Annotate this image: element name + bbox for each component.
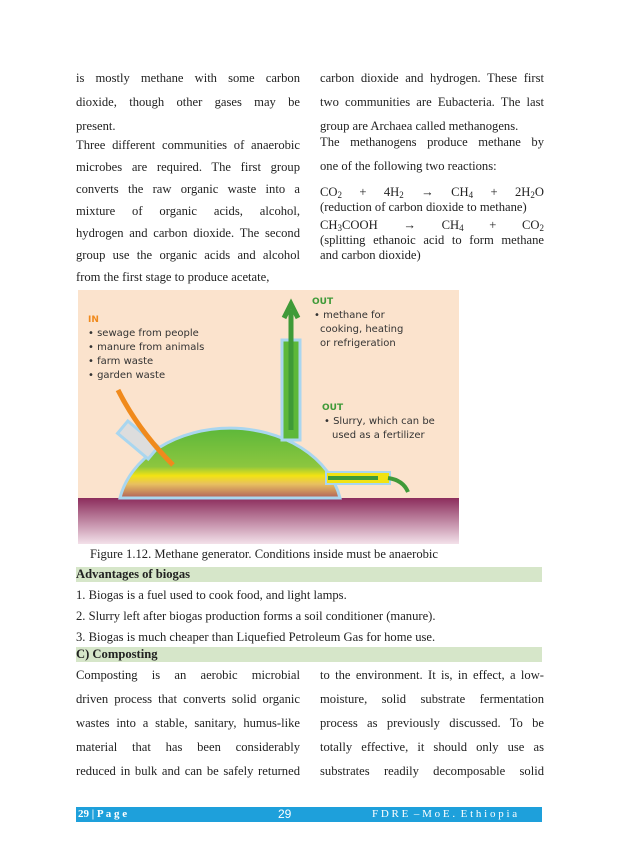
- in-list: • sewage from people • manure from anima…: [88, 328, 204, 381]
- text-line: reduced in bulk and can be safely return…: [76, 764, 300, 778]
- text-line: substrates readily decomposable solid: [320, 764, 544, 778]
- right-para1: carbon dioxide and hydrogen. These first…: [320, 66, 544, 138]
- digester-dome: [118, 426, 342, 500]
- reaction-2-note: and carbon dioxide): [320, 248, 421, 262]
- text-line: two communities are Eubacteria. The last: [320, 95, 544, 109]
- reaction-1-equation: CO2 + 4H2 → CH4 + 2H2O: [320, 185, 544, 200]
- text-line: is mostly methane with some carbon: [76, 71, 300, 85]
- gas-arrow-icon: [281, 298, 301, 430]
- out-slurry-line: • Slurry, which can be: [324, 416, 435, 427]
- right-para2: The methanogens produce methane by one of…: [320, 130, 544, 178]
- text-line: group are Archaea called methanogens.: [320, 119, 519, 133]
- text-line: group use the organic acids and alcohol: [76, 248, 300, 262]
- out-methane-line: cooking, heating: [320, 324, 403, 335]
- reaction-1: CO2 + 4H2 → CH4 + 2H2O (reduction of car…: [320, 185, 544, 215]
- out-slurry-list: • Slurry, which can be used as a fertili…: [324, 416, 435, 441]
- reaction-2-note: (splitting ethanoic acid to form methane: [320, 233, 544, 247]
- composting-right: to the environment. It is, in effect, a …: [320, 663, 544, 783]
- text-line: material that has been considerably: [76, 740, 300, 754]
- out-title-methane: OUT: [312, 297, 334, 307]
- in-item: • sewage from people: [88, 328, 199, 339]
- text-line: mixture of organic acids, alcohol,: [76, 204, 300, 218]
- advantage-item: 2. Slurry left after biogas production f…: [76, 609, 436, 623]
- text-line: moisture, solid substrate fermentation: [320, 692, 544, 706]
- page-footer: 29 | P a g e 29 F D R E – M o E . E t h …: [76, 807, 542, 822]
- in-item: • farm waste: [88, 356, 153, 367]
- out-title-slurry: OUT: [322, 403, 344, 413]
- left-para2: Three different communities of anaerobic…: [76, 134, 300, 288]
- advantages-heading: Advantages of biogas: [76, 567, 542, 582]
- reaction-1-note: (reduction of carbon dioxide to methane): [320, 200, 527, 214]
- text-line: microbes are required. The first group: [76, 160, 300, 174]
- text-line: converts the raw organic waste into a: [76, 182, 300, 196]
- text-line: dioxide, though other gases may be: [76, 95, 300, 109]
- footer-page-label: 29 | P a g e: [78, 808, 128, 820]
- ground: [78, 498, 459, 544]
- in-item: • garden waste: [88, 370, 165, 381]
- reaction-2-equation: CH3COOH → CH4 + CO2: [320, 218, 545, 233]
- advantage-item: 1. Biogas is a fuel used to cook food, a…: [76, 588, 347, 602]
- left-para1: is mostly methane with some carbon dioxid…: [76, 66, 300, 138]
- text-line: Three different communities of anaerobic: [76, 138, 300, 152]
- text-line: carbon dioxide and hydrogen. These first: [320, 71, 544, 85]
- text-line: process as previously discussed. To be: [320, 716, 544, 730]
- methane-generator-diagram: IN • sewage from people • manure from an…: [78, 290, 459, 544]
- text-line: hydrogen and carbon dioxide. The second: [76, 226, 300, 240]
- out-methane-line: • methane for: [314, 310, 386, 321]
- text-line: one of the following two reactions:: [320, 159, 497, 173]
- text-line: totally effective, it should only use as: [320, 740, 544, 754]
- out-slurry-line: used as a fertilizer: [332, 430, 425, 441]
- reaction-2: CH3COOH → CH4 + CO2 (splitting ethanoic …: [320, 218, 544, 263]
- composting-left: Composting is an aerobic microbial driven…: [76, 663, 300, 783]
- text-line: from the first stage to produce acetate,: [76, 270, 270, 284]
- in-arrow: [115, 388, 175, 467]
- advantage-item: 3. Biogas is much cheaper than Liquefied…: [76, 630, 436, 644]
- slurry-arrow-icon: [328, 476, 410, 493]
- text-line: Composting is an aerobic microbial: [76, 668, 300, 682]
- text-line: to the environment. It is, in effect, a …: [320, 668, 544, 682]
- figure-caption: Figure 1.12. Methane generator. Conditio…: [90, 547, 439, 561]
- out-methane-line: or refrigeration: [320, 338, 396, 349]
- text-line: The methanogens produce methane by: [320, 135, 544, 149]
- footer-publisher: F D R E – M o E . E t h i o p i a: [372, 808, 518, 820]
- text-line: present.: [76, 119, 116, 133]
- text-line: driven process that converts solid organ…: [76, 692, 300, 706]
- text-line: wastes into a stable, sanitary, humus-li…: [76, 716, 300, 730]
- composting-heading: C) Composting: [76, 647, 542, 662]
- in-title: IN: [88, 315, 99, 325]
- footer-page-number: 29: [278, 807, 292, 821]
- out-methane-list: • methane for cooking, heating or refrig…: [314, 310, 403, 349]
- in-item: • manure from animals: [88, 342, 204, 353]
